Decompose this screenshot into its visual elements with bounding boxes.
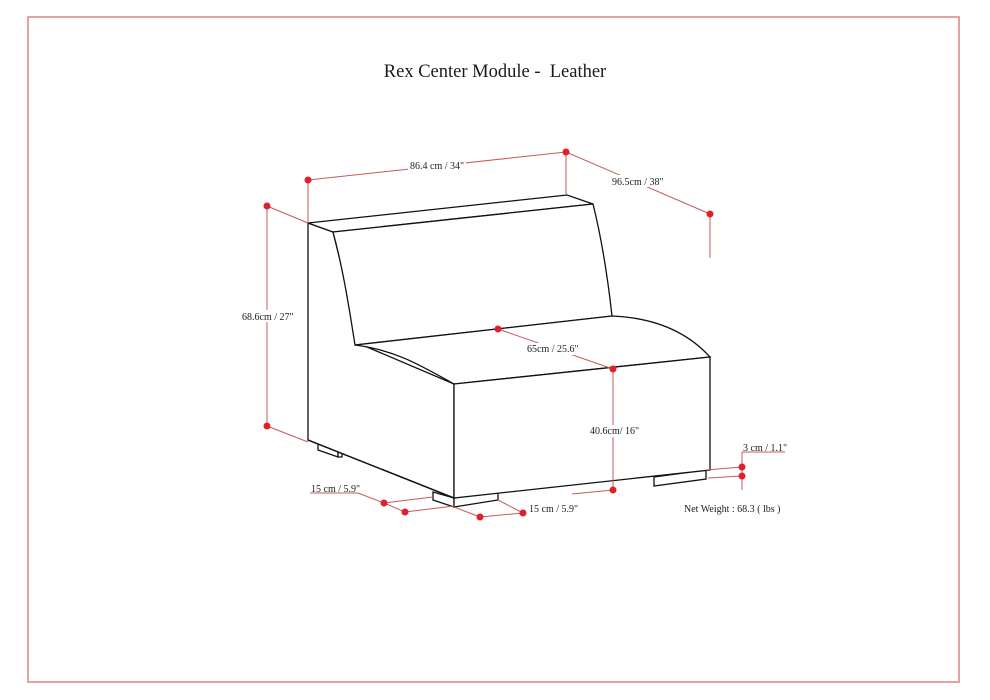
height-label: 68.6cm / 27" <box>242 312 294 323</box>
seat-depth-label: 65cm / 25.6" <box>527 344 579 355</box>
leg-inset-side-label: 15 cm / 5.9" <box>311 484 360 495</box>
product-title: Rex Center Module - Leather <box>383 62 607 82</box>
seat-height-label: 40.6cm/ 16" <box>590 426 639 437</box>
sofa-outline <box>307 194 712 508</box>
leg-inset-front-label: 15 cm / 5.9" <box>529 504 578 515</box>
leg-height-label: 3 cm / 1.1" <box>743 443 787 454</box>
depth-label: 96.5cm / 38" <box>612 177 664 188</box>
width-label: 86.4 cm / 34" <box>410 161 464 172</box>
net-weight-label: Net Weight : 68.3 ( lbs ) <box>684 504 781 515</box>
drawing-frame <box>27 16 960 683</box>
dimension-dots <box>263 148 746 521</box>
